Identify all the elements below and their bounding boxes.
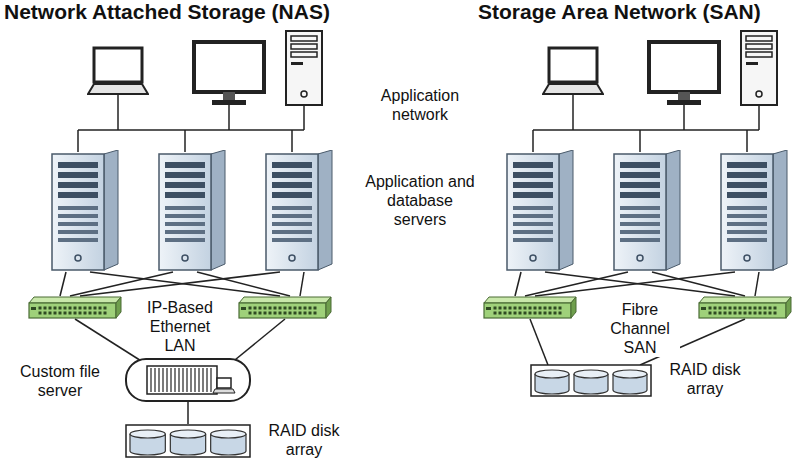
- raid-array-shape: [125, 424, 251, 458]
- network-label: Application network: [365, 86, 475, 124]
- diagram-heading: Network Attached Storage (NAS): [4, 0, 330, 24]
- file-server: Custom file server: [125, 358, 251, 402]
- raid-array: RAID disk array: [125, 424, 251, 458]
- network-label: Fibre Channel SAN: [600, 300, 680, 357]
- node-label: RAID disk array: [263, 421, 345, 459]
- network-label: IP-Based Ethernet LAN: [140, 298, 220, 355]
- node-label: Custom file server: [8, 362, 112, 400]
- network-label: Application and database servers: [365, 172, 475, 229]
- diagram-heading: Storage Area Network (SAN): [478, 0, 761, 24]
- file-server-shape: [125, 358, 251, 402]
- raid-array-shape: [530, 364, 652, 397]
- node-label: RAID disk array: [664, 360, 746, 398]
- connector-line: [187, 402, 189, 424]
- raid-array: RAID disk array: [530, 364, 652, 397]
